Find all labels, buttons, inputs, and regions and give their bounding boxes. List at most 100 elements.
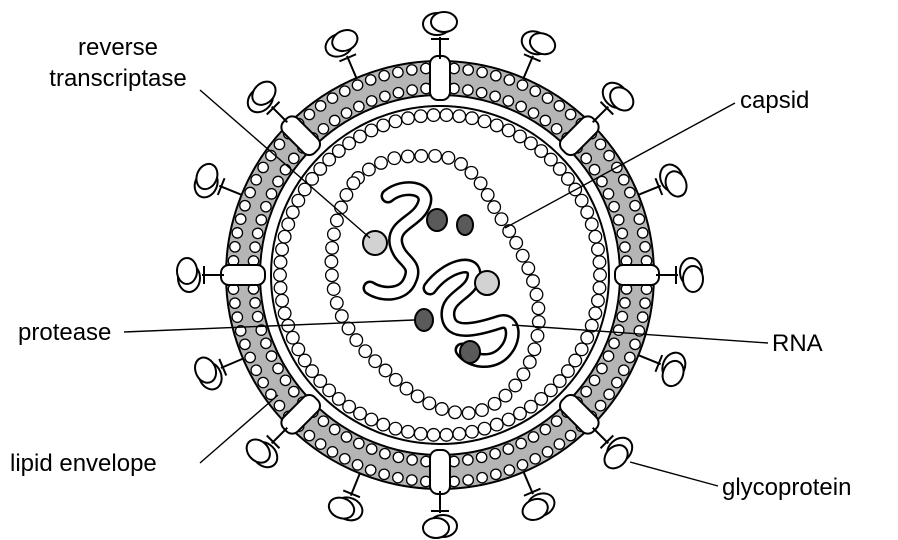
capsid-bead (524, 356, 537, 369)
lipid-bead-outer (619, 365, 629, 375)
lipid-bead-inner (289, 386, 299, 396)
lipid-bead-outer (352, 80, 362, 90)
capsid-bead (411, 390, 424, 403)
matrix-bead (389, 115, 402, 128)
capsid-bead (331, 214, 344, 227)
glycoprotein (656, 258, 703, 292)
lipid-bead-outer (554, 439, 564, 449)
lipid-bead-outer (235, 214, 245, 224)
lipid-bead-outer (630, 200, 640, 210)
matrix-bead (593, 282, 606, 295)
lipid-bead-inner (516, 438, 526, 448)
matrix-bead (278, 307, 291, 320)
lipid-bead-outer (240, 200, 250, 210)
matrix-bead (592, 294, 605, 307)
capsid-bead (347, 177, 360, 190)
matrix-bead (514, 407, 527, 420)
matrix-bead (274, 256, 287, 269)
matrix-bead (402, 425, 415, 438)
glycoprotein-stem (219, 186, 241, 195)
lipid-bead-inner (476, 452, 486, 462)
lipid-bead-inner (393, 87, 403, 97)
matrix-bead (589, 230, 602, 243)
matrix-bead (592, 243, 605, 256)
lipid-bead-outer (491, 70, 501, 80)
label-capsid: capsid (740, 87, 809, 114)
matrix-bead (287, 331, 300, 344)
lipid-bead-inner (609, 201, 619, 211)
lipid-bead-inner (252, 228, 262, 238)
capsid-bead (449, 406, 462, 419)
lipid-bead-outer (463, 65, 473, 75)
lipid-bead-outer (634, 214, 644, 224)
glycoprotein (191, 354, 243, 393)
lipid-bead-inner (341, 108, 351, 118)
lipid-bead-inner (407, 85, 417, 95)
lipid-bead-inner (551, 124, 561, 134)
lipid-bead-outer (232, 312, 242, 322)
matrix-bead (389, 422, 402, 435)
lipid-bead-outer (637, 228, 647, 238)
lipid-bead-inner (329, 115, 339, 125)
lipid-bead-outer (304, 430, 314, 440)
lipid-bead-outer (251, 365, 261, 375)
matrix-bead (402, 112, 415, 125)
lipid-bead-outer (245, 352, 255, 362)
capsid-bead (465, 167, 478, 180)
capsid-bead (481, 189, 494, 202)
matrix-bead (490, 418, 503, 431)
matrix-bead (581, 331, 594, 344)
glycoprotein (518, 27, 558, 78)
capsid-bead (326, 269, 339, 282)
matrix-bead (414, 110, 427, 123)
lipid-bead-outer (340, 454, 350, 464)
lipid-bead-inner (551, 416, 561, 426)
capsid-bead (369, 355, 382, 368)
capsid-bead (390, 374, 403, 387)
capsid-bead (462, 407, 475, 420)
matrix-bead (466, 112, 479, 125)
matrix-bead (427, 109, 440, 122)
matrix-bead (354, 130, 367, 143)
capsid-bead (509, 379, 522, 392)
capsid-bead (455, 158, 468, 171)
lipid-bead-inner (261, 201, 271, 211)
leader-glycoprotein (630, 462, 718, 486)
lipid-bead-outer (365, 75, 375, 85)
capsid-bead (327, 283, 340, 296)
lipid-bead-inner (589, 164, 599, 174)
lipid-bead-outer (407, 65, 417, 75)
label-reverse-transcriptase-line2: transcriptase (49, 65, 186, 92)
lipid-bead-inner (256, 215, 266, 225)
lipid-bead-inner (528, 108, 538, 118)
lipid-bead-outer (554, 101, 564, 111)
lipid-bead-outer (379, 70, 389, 80)
lipid-bead-inner (581, 386, 591, 396)
matrix-bead (440, 109, 453, 122)
capsid-bead (363, 163, 376, 176)
lipid-bead-outer (640, 298, 650, 308)
capsid-bead (326, 242, 339, 255)
lipid-bead-inner (273, 176, 283, 186)
lipid-bead-outer (491, 469, 501, 479)
lipid-bead-outer (274, 400, 284, 410)
capsid-bead (429, 150, 442, 163)
lipid-bead-outer (340, 86, 350, 96)
lipid-bead-outer (477, 67, 487, 77)
matrix-bead (274, 269, 287, 282)
lipid-bead-outer (504, 465, 514, 475)
lipid-bead-outer (530, 454, 540, 464)
glycoprotein (326, 473, 366, 524)
matrix-bead (287, 206, 300, 219)
lipid-bead-inner (393, 452, 403, 462)
lipid-bead-outer (565, 109, 575, 119)
capsid-bead (340, 189, 353, 202)
matrix-bead (502, 124, 515, 137)
capsid-bead (495, 213, 508, 226)
matrix-bead (292, 343, 305, 356)
lipid-bead-inner (603, 189, 613, 199)
lipid-bead-inner (603, 351, 613, 361)
lipid-bead-outer (352, 460, 362, 470)
matrix-bead (589, 307, 602, 320)
